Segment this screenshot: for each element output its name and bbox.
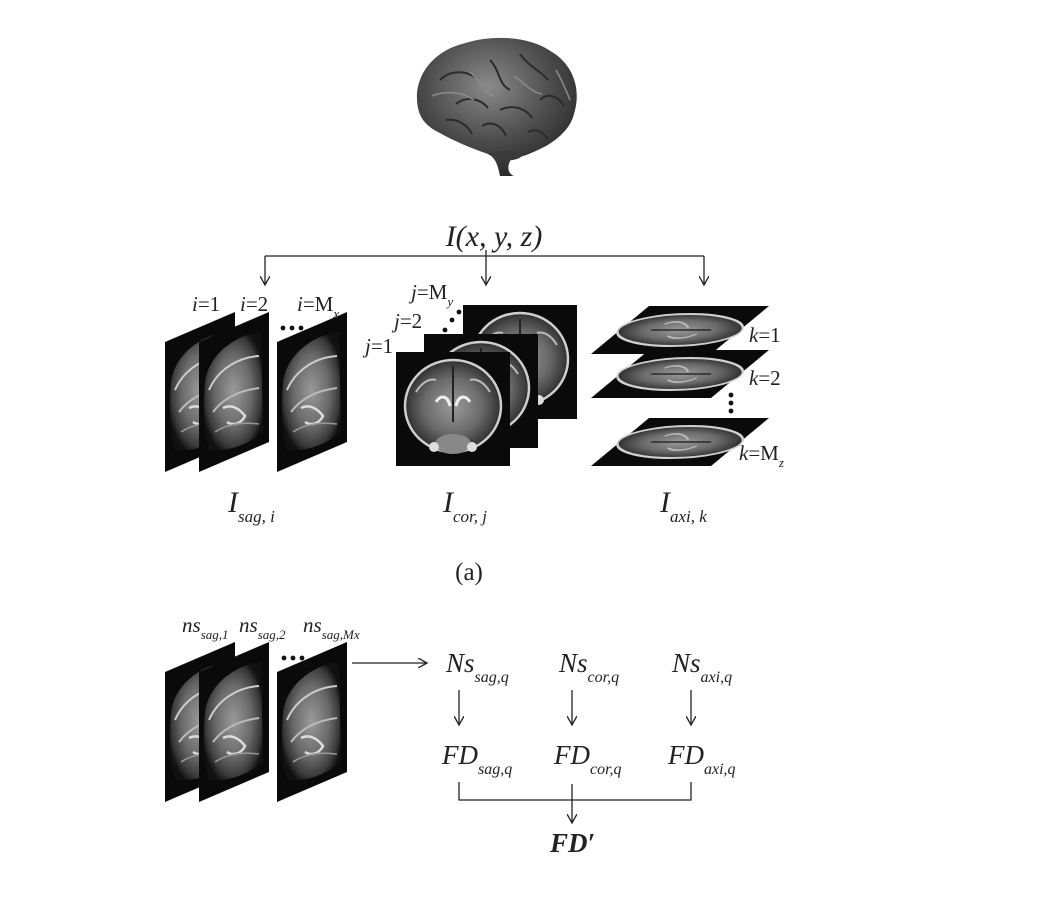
sagittal-slice-stack (165, 310, 347, 474)
sequence-label-last: nssag,Mx (303, 613, 360, 642)
fd-node-coronal: FDcor,q (553, 740, 622, 778)
sagittal-plane-label: Isag, i (227, 486, 275, 526)
coronal-index-2: j=2 (391, 309, 422, 333)
sagittal-index-2: i=2 (240, 292, 268, 316)
axial-index-2: k=2 (749, 366, 781, 390)
sequence-ellipsis (281, 655, 305, 661)
axial-plane-label: Iaxi, k (659, 486, 707, 526)
coronal-ellipsis (442, 309, 462, 333)
coronal-plane-label: Icor, j (442, 486, 487, 526)
sequence-label-2: nssag,2 (239, 613, 286, 642)
coronal-slice-stack (396, 305, 577, 466)
ns-node-axial: Nsaxi,q (671, 648, 732, 686)
fd-node-axial: FDaxi,q (667, 740, 736, 778)
sagittal-ellipsis (280, 325, 304, 331)
axial-index-1: k=1 (749, 323, 781, 347)
sagittal-index-1: i=1 (192, 292, 220, 316)
volume-label: I(x, y, z) (445, 220, 543, 253)
sagittal-sequence-stack (165, 640, 347, 804)
split-connector (265, 250, 704, 284)
fd-merge-connector (458, 782, 692, 822)
panel-a-caption: (a) (455, 559, 483, 586)
coronal-index-last: j=My (408, 280, 453, 309)
ns-to-fd-arrows (459, 690, 691, 724)
coronal-index-1: j=1 (362, 334, 393, 358)
brain-3d-image (416, 37, 577, 176)
axial-index-last: k=Mz (739, 441, 784, 470)
ns-node-coronal: Nscor,q (558, 648, 619, 686)
sagittal-index-last: i=Mx (297, 292, 339, 321)
final-fd-output: FD′ (549, 828, 595, 858)
fd-node-sagittal: FDsag,q (441, 740, 512, 778)
sequence-label-1: nssag,1 (182, 613, 229, 642)
axial-ellipsis (728, 392, 734, 414)
ns-node-sagittal: Nssag,q (445, 648, 509, 686)
